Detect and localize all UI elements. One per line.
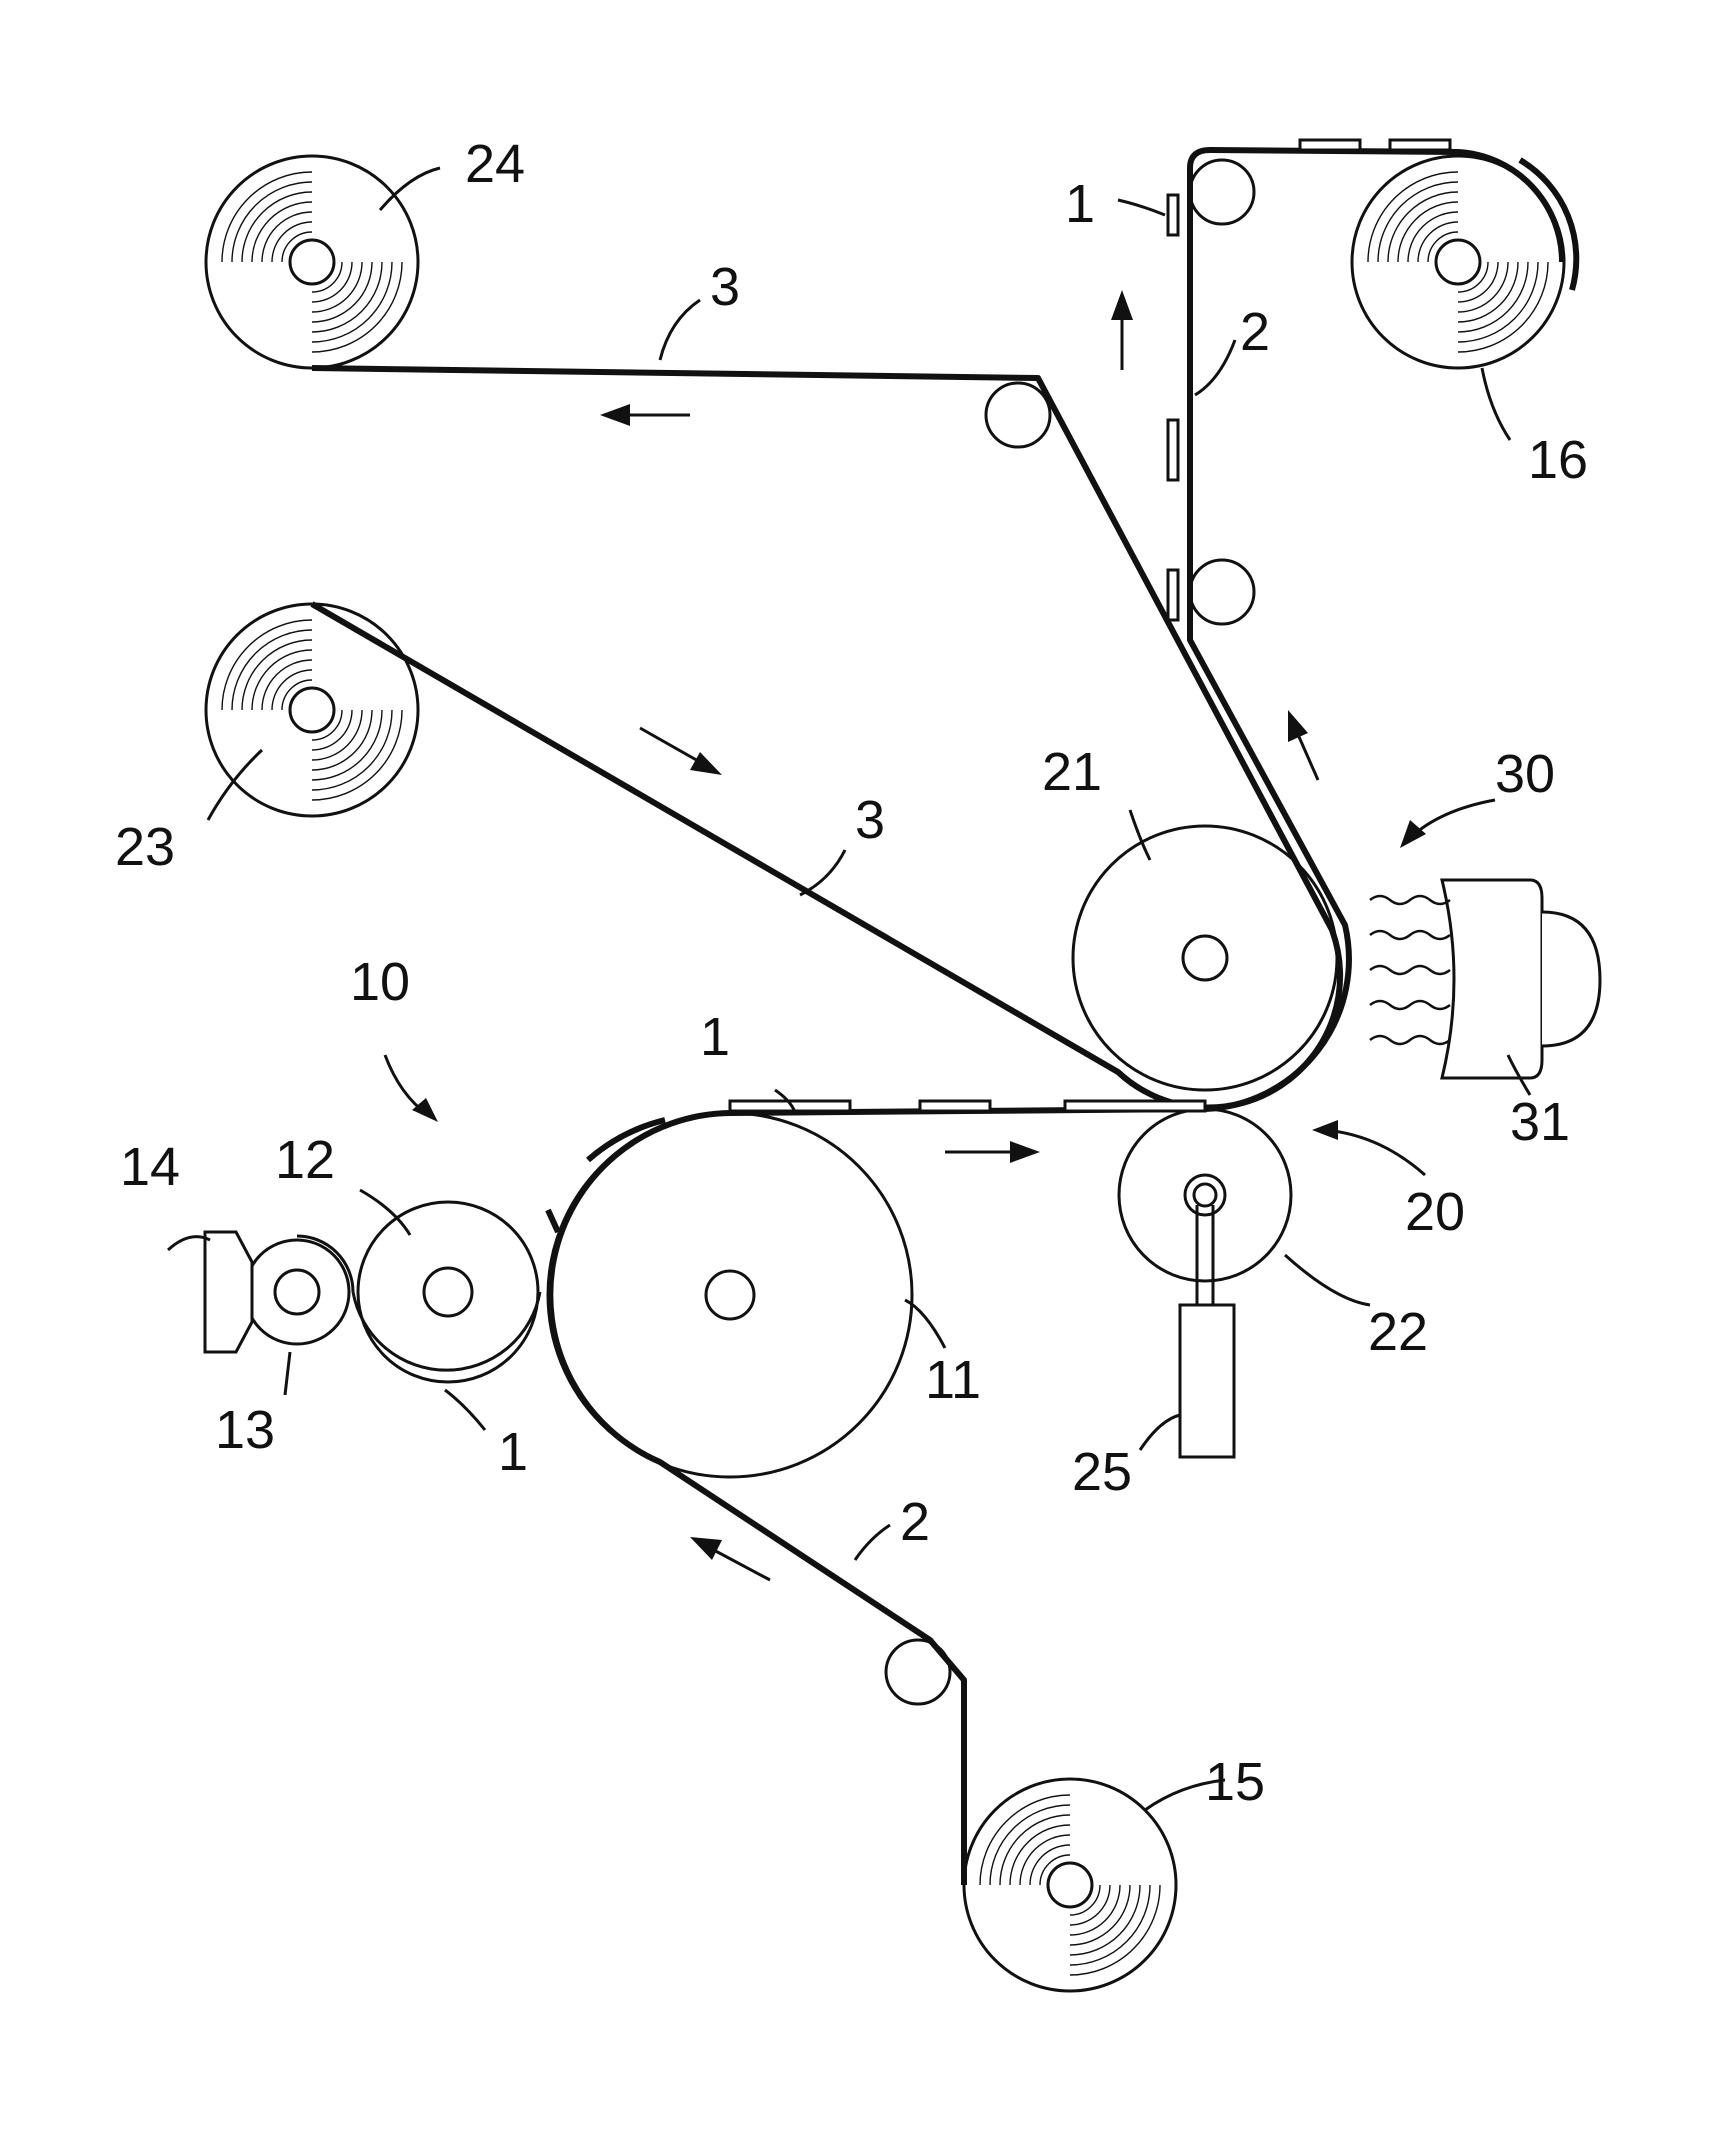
guide-roller-mid-right xyxy=(1190,560,1254,624)
label-ref-1-bottom: 1 xyxy=(498,1422,528,1482)
label-ref-2-bottom: 2 xyxy=(900,1492,930,1552)
guide-roller-top-left xyxy=(986,383,1050,447)
label-roll-16: 16 xyxy=(1528,430,1588,490)
roll-24 xyxy=(206,156,418,368)
label-ref-1-mid: 1 xyxy=(700,1007,730,1067)
label-roll-12: 12 xyxy=(275,1130,335,1190)
guide-roller-top-right xyxy=(1190,160,1254,224)
roll-13 xyxy=(245,1240,349,1344)
pressure-roll-22 xyxy=(1119,1109,1291,1281)
doctor-blade-14 xyxy=(205,1232,252,1352)
label-roll-24: 24 xyxy=(465,134,525,194)
label-roll-13: 13 xyxy=(215,1400,275,1460)
label-ref-1-top: 1 xyxy=(1065,174,1095,234)
roll-15 xyxy=(964,1779,1176,1991)
label-unit-10: 10 xyxy=(350,952,410,1012)
roll-23 xyxy=(206,604,418,816)
label-roll-15: 15 xyxy=(1205,1752,1265,1812)
label-part-31: 31 xyxy=(1510,1092,1570,1152)
label-roll-11: 11 xyxy=(925,1350,981,1410)
label-roll-21: 21 xyxy=(1042,742,1102,802)
label-ref-2-top: 2 xyxy=(1240,302,1270,362)
coating-roll-12 xyxy=(358,1202,538,1382)
label-part-25: 25 xyxy=(1072,1442,1132,1502)
label-roll-23: 23 xyxy=(115,817,175,877)
label-roll-22: 22 xyxy=(1368,1302,1428,1362)
heater-31 xyxy=(1442,880,1600,1078)
label-ref-3-mid: 3 xyxy=(855,790,885,850)
label-part-14: 14 xyxy=(120,1137,180,1197)
label-unit-20: 20 xyxy=(1405,1182,1465,1242)
heat-waves xyxy=(1370,896,1450,1044)
label-ref-3-top: 3 xyxy=(710,257,740,317)
label-unit-30: 30 xyxy=(1495,744,1555,804)
